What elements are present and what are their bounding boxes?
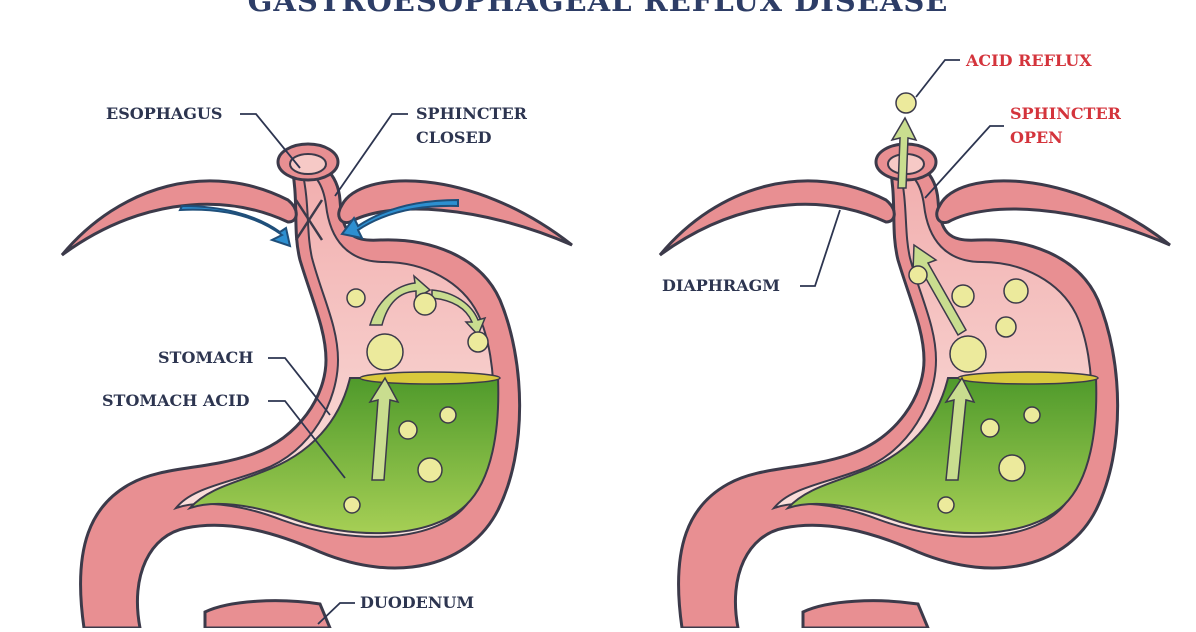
acid-up-arrow-2 bbox=[944, 376, 976, 481]
label-sphincter-open-line1: SPHINCTER bbox=[1010, 104, 1121, 123]
label-stomach-acid: STOMACH ACID bbox=[102, 391, 250, 410]
pressure-arrow-left bbox=[178, 204, 292, 248]
page-title: GASTROESOPHAGEAL REFLUX DISEASE bbox=[247, 0, 949, 18]
label-diaphragm: DIAPHRAGM bbox=[662, 276, 781, 295]
label-sphincter-closed-line1: SPHINCTER bbox=[416, 104, 527, 123]
leader-lines bbox=[240, 59, 1004, 625]
swirl-arrow-2 bbox=[431, 289, 487, 337]
acid-bubbles-2 bbox=[895, 92, 1041, 514]
stomach-closed-illustration bbox=[60, 142, 574, 630]
label-stomach: STOMACH bbox=[158, 348, 254, 367]
label-duodenum: DUODENUM bbox=[360, 593, 475, 612]
stomach-open-illustration bbox=[658, 92, 1172, 630]
pressure-arrow-right bbox=[340, 198, 459, 240]
label-sphincter-closed-line2: CLOSED bbox=[416, 128, 492, 147]
reflux-arrow-top bbox=[890, 116, 918, 189]
acid-up-arrow bbox=[368, 376, 400, 481]
acid-bubbles bbox=[343, 288, 489, 514]
label-acid-reflux: ACID REFLUX bbox=[966, 51, 1092, 70]
swirl-arrow-1 bbox=[368, 274, 432, 326]
label-sphincter-open-line2: OPEN bbox=[1010, 128, 1063, 147]
label-esophagus: ESOPHAGUS bbox=[106, 104, 223, 123]
